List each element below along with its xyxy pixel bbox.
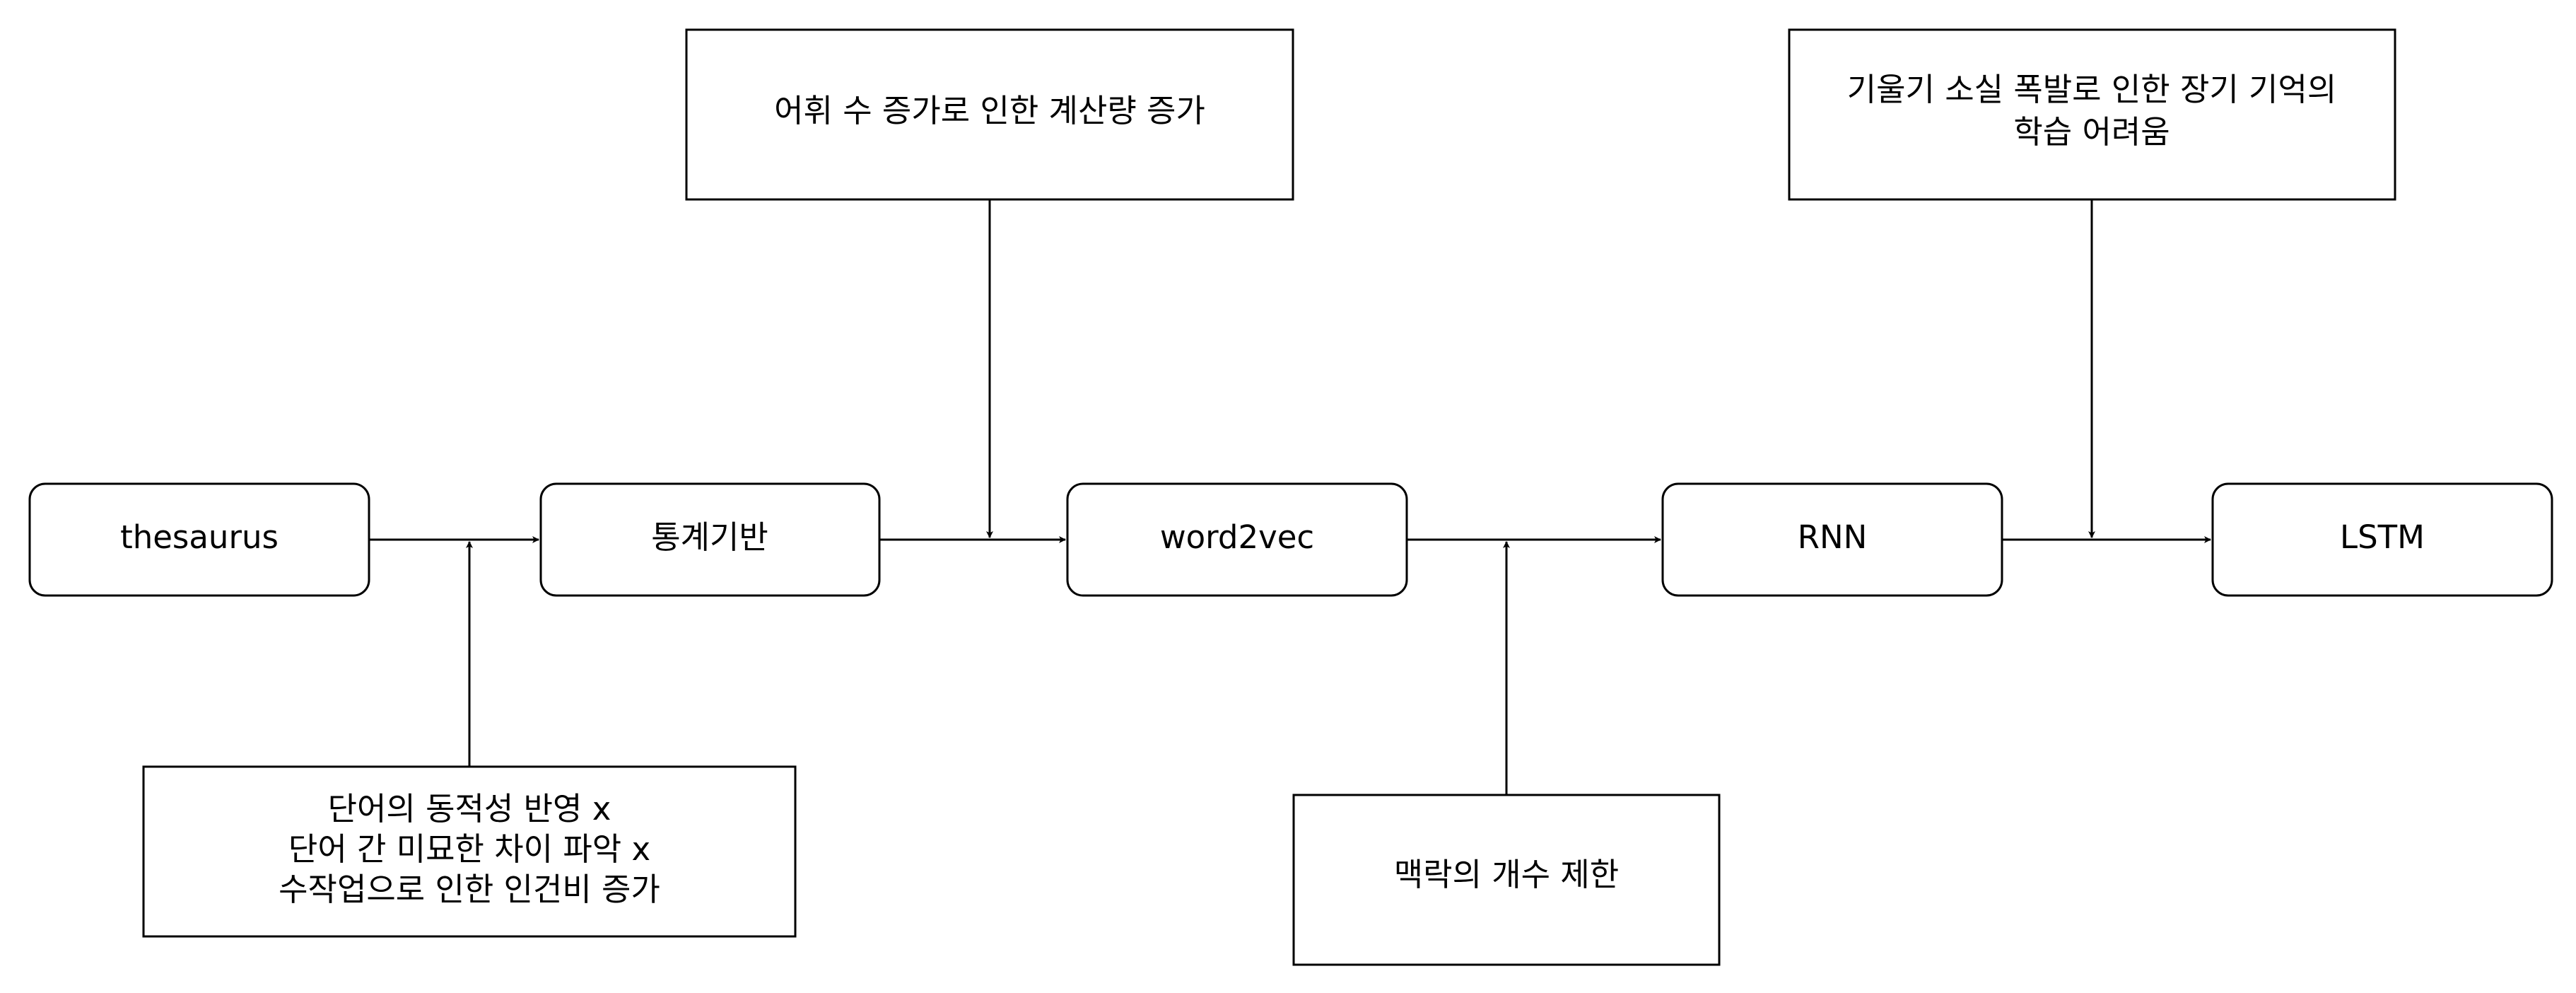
limitation-rnn-line-1: 기울기 소실 폭발로 인한 장기 기억의: [1847, 71, 2337, 108]
node-lstm-label: LSTM: [2340, 518, 2425, 556]
limitation-rnn-line-2: 학습 어려움: [2013, 113, 2170, 151]
node-thesaurus-label: thesaurus: [120, 518, 279, 556]
node-word2vec-label: word2vec: [1160, 518, 1314, 556]
limitation-word2vec-line-1: 맥락의 개수 제한: [1394, 856, 1619, 893]
node-statistics: 통계기반: [539, 482, 881, 597]
limitation-thesaurus-line-1: 단어의 동적성 반영 x: [328, 790, 611, 828]
limitation-box-statistics: 어휘 수 증가로 인한 계산량 증가: [685, 28, 1294, 201]
limitation-box-word2vec: 맥락의 개수 제한: [1292, 794, 1721, 966]
node-lstm: LSTM: [2211, 482, 2553, 597]
node-rnn-label: RNN: [1798, 518, 1868, 556]
node-word2vec: word2vec: [1066, 482, 1408, 597]
limitation-thesaurus-line-2: 단어 간 미묘한 차이 파악 x: [288, 830, 650, 868]
limitation-box-thesaurus: 단어의 동적성 반영 x 단어 간 미묘한 차이 파악 x 수작업으로 인한 인…: [142, 765, 797, 938]
limitation-thesaurus-line-3: 수작업으로 인한 인건비 증가: [279, 871, 660, 908]
node-rnn: RNN: [1661, 482, 2003, 597]
limitation-statistics-line-1: 어휘 수 증가로 인한 계산량 증가: [774, 92, 1205, 129]
node-thesaurus: thesaurus: [28, 482, 370, 597]
limitation-box-rnn: 기울기 소실 폭발로 인한 장기 기억의 학습 어려움: [1788, 28, 2396, 201]
node-statistics-label: 통계기반: [651, 518, 768, 556]
